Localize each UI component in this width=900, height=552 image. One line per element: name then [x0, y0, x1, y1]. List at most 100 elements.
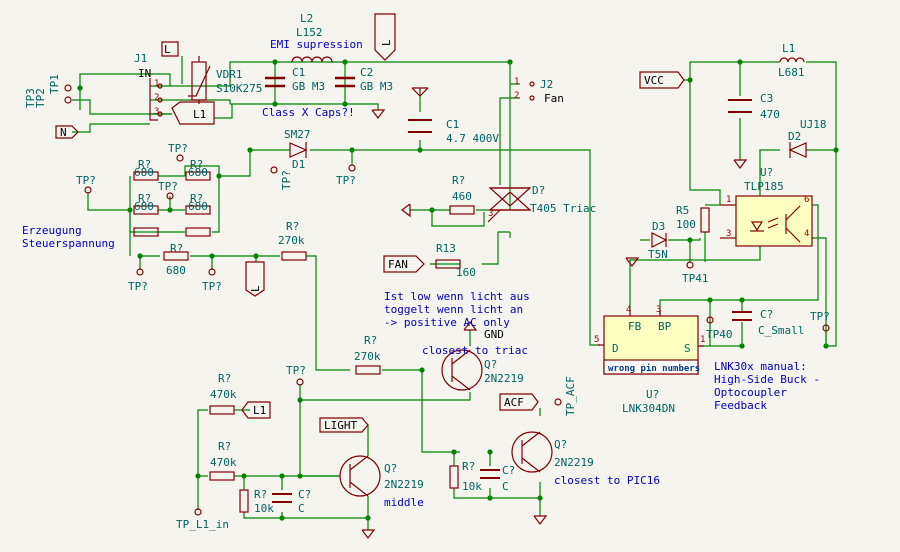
- note-lnk-4: Feedback: [714, 399, 767, 412]
- r-470b-ref: R?: [218, 440, 231, 453]
- opto-pin-4: 4: [804, 229, 809, 239]
- net-light: LIGHT: [324, 419, 357, 432]
- l1-ref: L1: [782, 42, 795, 55]
- l2-ref: L2: [300, 12, 313, 25]
- lnk-s: S: [684, 342, 691, 355]
- tp41: TP41: [682, 272, 709, 285]
- tp-vert-d1: TP?: [280, 170, 293, 190]
- lnk-ref: U?: [646, 388, 659, 401]
- lnk-val: LNK304DN: [622, 402, 675, 415]
- tp-b: TP?: [76, 174, 96, 187]
- c3-ref: C3: [760, 92, 773, 105]
- r5-ref: R5: [676, 204, 689, 217]
- note-low: Ist low wenn licht aus: [384, 290, 530, 303]
- junctions: [77, 59, 839, 521]
- net-vcc: VCC: [644, 74, 664, 87]
- lnk-bp: BP: [658, 320, 672, 333]
- lnk-pin-5: 5: [594, 335, 599, 345]
- net-l1-flag: L1: [193, 108, 206, 121]
- r-e-val: 680: [166, 264, 186, 277]
- r-470b-val: 470k: [210, 456, 237, 469]
- note-lnk-3: Optocoupler: [714, 386, 787, 399]
- test-points: [64, 84, 830, 516]
- r-460-val: 460: [452, 190, 472, 203]
- net-n: N: [60, 126, 67, 139]
- optocoupler-ref: U?: [760, 166, 773, 179]
- r-b-val: 680: [188, 166, 208, 179]
- tp-acf-label: TP_ACF: [564, 376, 577, 416]
- lnk-fb: FB: [628, 320, 642, 333]
- net-flags: [55, 13, 685, 433]
- symbols: [133, 56, 813, 539]
- sm27-label: SM27: [284, 128, 311, 141]
- classx-note: Class X Caps?!: [262, 106, 355, 119]
- q2-ref: Q?: [554, 438, 567, 451]
- q2-val: 2N2219: [554, 456, 594, 469]
- q1-ref: Q?: [484, 358, 497, 371]
- r-b-ref: R?: [190, 158, 203, 171]
- tp1-label: TP1: [48, 74, 61, 94]
- r-470a-val: 470k: [210, 388, 237, 401]
- tp40: TP40: [706, 328, 733, 341]
- tp-f: TP?: [202, 280, 222, 293]
- l1-val: L681: [778, 66, 805, 79]
- r13-val: 160: [456, 266, 476, 279]
- note-toggle: toggelt wenn licht an: [384, 303, 523, 316]
- lnk-pin-3: 3: [656, 305, 661, 315]
- note-lnk-1: LNK30x manual:: [714, 360, 807, 373]
- net-l1-low: L1: [253, 404, 266, 417]
- opto-pin-1: 1: [726, 195, 731, 205]
- d2-val: UJ18: [800, 118, 827, 131]
- r-460-ref: R?: [452, 174, 465, 187]
- steuer-note: Steuerspannung: [22, 237, 115, 250]
- r-10kb-val: 10k: [462, 480, 482, 493]
- net-acf: ACF: [504, 396, 524, 409]
- tp3-vert: TP3: [24, 88, 37, 108]
- r-10ka-val: 10k: [254, 502, 274, 515]
- r13-ref: R13: [436, 242, 456, 255]
- note-lnk-2: High-Side Buck -: [714, 373, 820, 386]
- r-270b-val: 270k: [354, 350, 381, 363]
- r-d-val: 680: [188, 200, 208, 213]
- net-l-main: L: [380, 39, 393, 46]
- erzeugung-note: Erzeugung: [22, 224, 82, 237]
- c-b-ref: C?: [502, 464, 515, 477]
- pin-3: 3: [154, 107, 159, 117]
- c-b-val: C: [502, 480, 509, 493]
- r-c-ref: R?: [138, 192, 151, 205]
- d3-ref: D3: [652, 220, 665, 233]
- j2-ref: J2: [540, 78, 553, 91]
- c1-value: GB M3: [292, 80, 325, 93]
- labels: J1 IN 1 2 3 VDR1 S10K275 L2 L152 EMI sup…: [22, 12, 830, 531]
- net-fan: FAN: [388, 258, 408, 271]
- lnk-pin-1: 1: [700, 335, 705, 345]
- lnk-warning: wrong pin numbers: [608, 363, 700, 374]
- tp2-label: TP2: [34, 88, 47, 108]
- r-270a-val: 270k: [278, 234, 305, 247]
- j1-in-label: IN: [138, 67, 151, 80]
- r-270a-ref: R?: [286, 220, 299, 233]
- pin-2: 2: [154, 93, 159, 103]
- r-270b-ref: R?: [364, 334, 377, 347]
- c-small-ref: C?: [760, 308, 773, 321]
- j2-pin-1: 1: [514, 77, 519, 87]
- net-l-mid: L: [249, 285, 262, 292]
- j1-ref: J1: [134, 52, 147, 65]
- r-d-ref: R?: [190, 192, 203, 205]
- tp-e: TP?: [128, 280, 148, 293]
- triac-val: T405 Triac: [530, 202, 596, 215]
- tp-l1-in: TP_L1_in: [176, 518, 229, 531]
- wires: [72, 56, 837, 530]
- triac-pin-3: 3: [488, 209, 493, 219]
- c2-value: GB M3: [360, 80, 393, 93]
- note-triac: closest to triac: [422, 344, 528, 357]
- c-a-val: C: [298, 502, 305, 515]
- q3-val: 2N2219: [384, 478, 424, 491]
- l2-value: L152: [296, 26, 323, 39]
- note-middle: middle: [384, 496, 424, 509]
- d1-ref: D1: [292, 158, 305, 171]
- j2-pin-2: 2: [514, 91, 519, 101]
- r-e-ref: R?: [170, 242, 183, 255]
